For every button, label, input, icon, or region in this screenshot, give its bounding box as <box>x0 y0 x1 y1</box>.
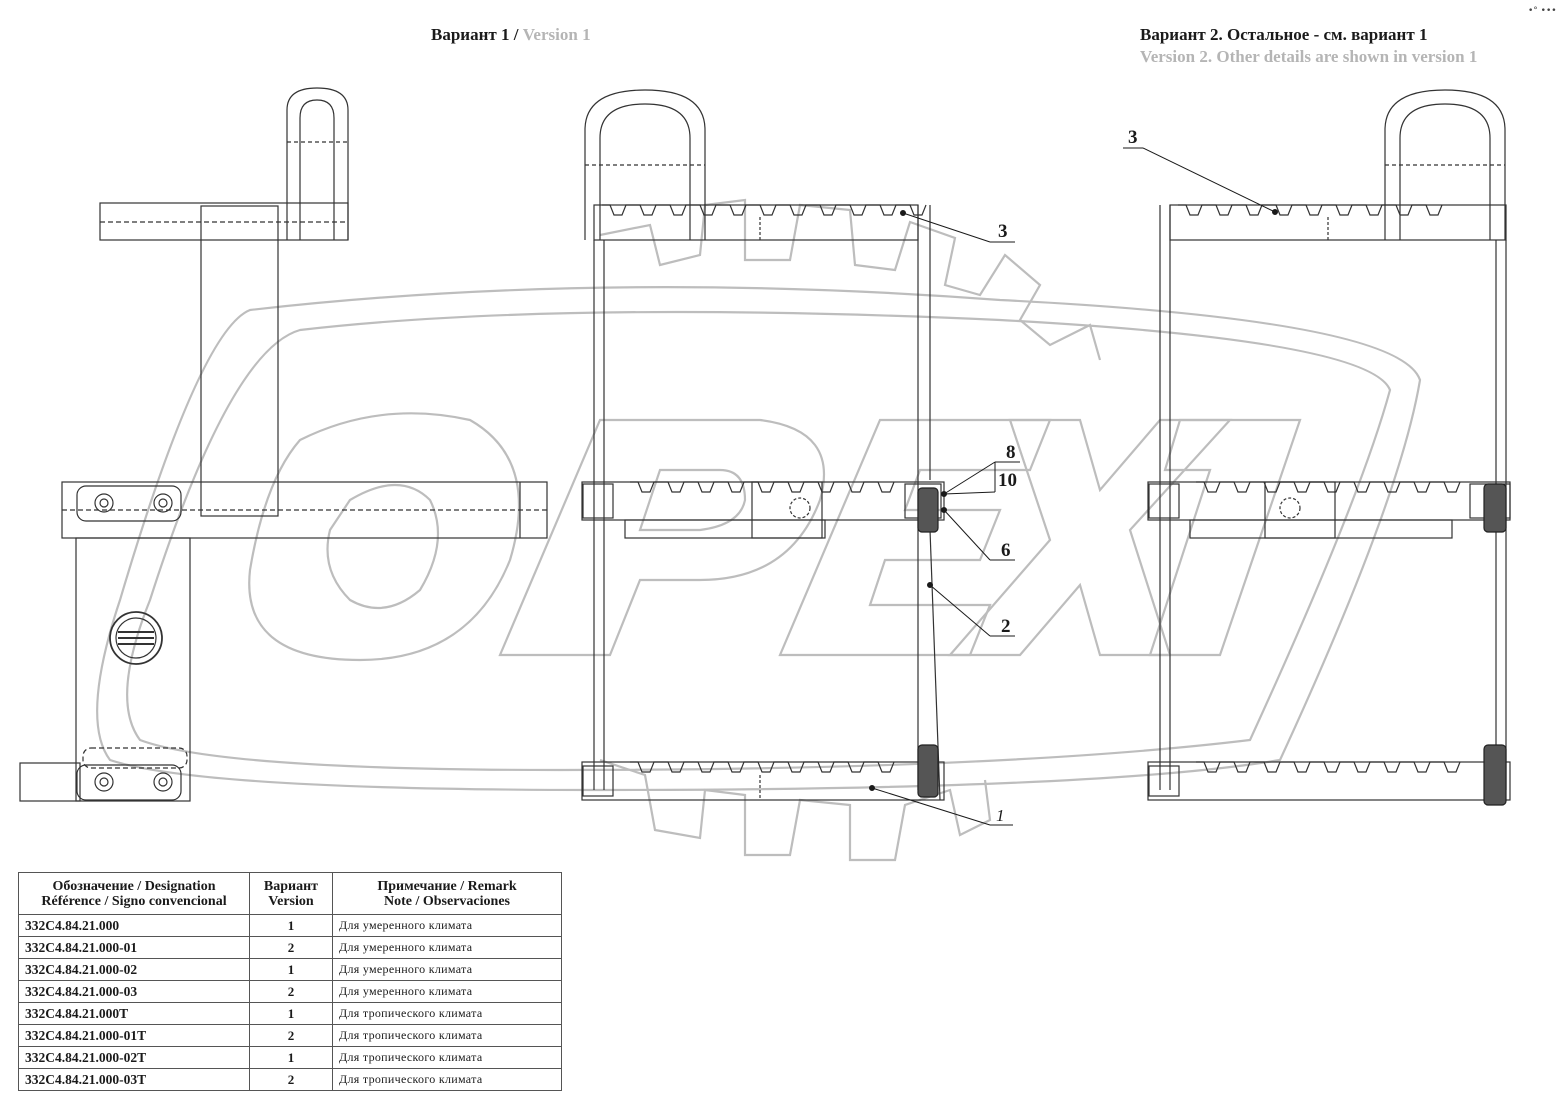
header-remark: Примечание / Remark Note / Observaciones <box>332 872 562 915</box>
front-view-2-handle <box>1384 89 1506 240</box>
table-header-row: Обозначение / Designation Référence / Si… <box>18 872 562 915</box>
callout-10: 10 <box>998 470 1017 491</box>
version-1-title-en: Version 1 <box>522 25 591 44</box>
header-designation: Обозначение / Designation Référence / Si… <box>18 872 250 915</box>
watermark-letter-7 <box>1148 418 1302 657</box>
watermark-logo <box>96 198 1422 862</box>
front-view-handle <box>584 89 706 240</box>
callout-6: 6 <box>1001 540 1011 561</box>
watermark-ring <box>96 286 1422 792</box>
front-view-version-2 <box>1147 89 1511 806</box>
corner-mark: •° ••• <box>1528 6 1557 16</box>
watermark-letter-p <box>498 418 825 657</box>
version-1-title: Вариант 1 / Version 1 <box>431 25 591 45</box>
callout-3-right: 3 <box>1128 127 1138 148</box>
leader-lines <box>869 147 1278 826</box>
watermark-letter-o <box>248 412 521 662</box>
callout-8: 8 <box>1006 442 1016 463</box>
variants-table: Обозначение / Designation Référence / Si… <box>18 872 562 1091</box>
kamaz-emblem-icon <box>109 611 163 665</box>
version-2-title-ru: Вариант 2. Остальное - см. вариант 1 <box>1140 25 1428 44</box>
callout-1: 1 <box>996 806 1005 825</box>
watermark-ring-inner <box>126 310 1392 772</box>
callout-2: 2 <box>1001 616 1011 637</box>
side-view-handle <box>286 87 349 240</box>
callout-3-middle: 3 <box>998 221 1008 242</box>
front-view-version-1 <box>581 89 945 801</box>
version-1-title-ru: Вариант 1 / <box>431 25 519 44</box>
side-view <box>19 87 548 802</box>
version-2-title-en: Version 2. Other details are shown in ve… <box>1140 47 1478 66</box>
header-version: Вариант Version <box>249 872 333 915</box>
